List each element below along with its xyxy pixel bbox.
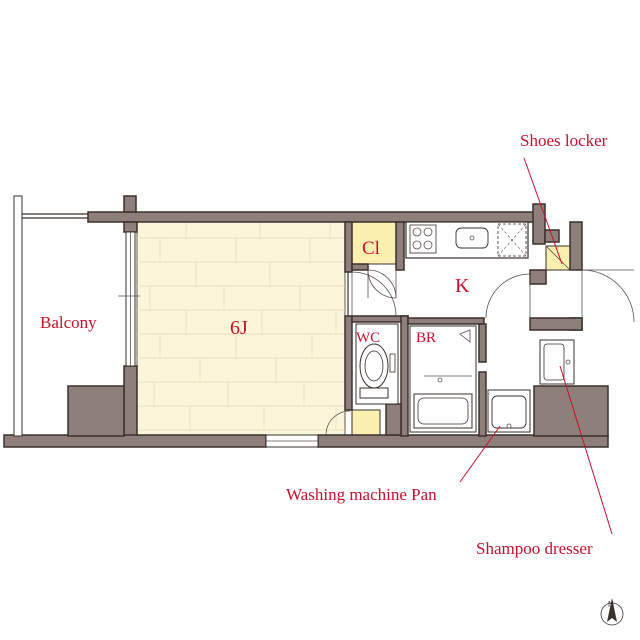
door-bath: [485, 273, 531, 319]
door-entrance: [581, 269, 635, 323]
balcony: [13, 195, 88, 437]
label-closet: Cl: [362, 238, 380, 259]
label-toilet: WC: [356, 330, 380, 346]
leader-shoes-locker: [523, 157, 563, 265]
north-arrow-icon: N: [600, 598, 624, 626]
toilet-fixture: [355, 323, 399, 405]
closet-floor: [351, 221, 401, 265]
floor-board-pattern: [137, 222, 345, 431]
walls: [3, 195, 609, 448]
kitchen-counter: [405, 221, 529, 259]
storage-floor: [351, 409, 381, 436]
shampoo-dresser: [539, 339, 575, 385]
door-room: [347, 271, 397, 317]
leader-lines: [459, 157, 613, 535]
label-room-6j: 6J: [230, 317, 248, 339]
window-room-bottom: [265, 434, 319, 448]
label-kitchen: K: [455, 275, 470, 297]
door-storage: [325, 410, 351, 436]
label-shampoo-dresser: Shampoo dresser: [476, 539, 593, 558]
label-shoes-locker: Shoes locker: [520, 131, 608, 150]
leader-washing-pan: [459, 425, 501, 483]
label-balcony: Balcony: [40, 313, 97, 332]
washing-machine-pan: [487, 389, 531, 433]
north-label: N: [608, 600, 614, 609]
room-6j: [136, 221, 346, 436]
door-closet: [367, 269, 397, 299]
label-bathroom: BR: [416, 330, 436, 346]
window-room-left: [118, 231, 140, 367]
label-washing-machine-pan: Washing machine Pan: [286, 485, 437, 504]
bathtub: [409, 325, 477, 433]
leader-shampoo-dresser: [559, 365, 613, 535]
